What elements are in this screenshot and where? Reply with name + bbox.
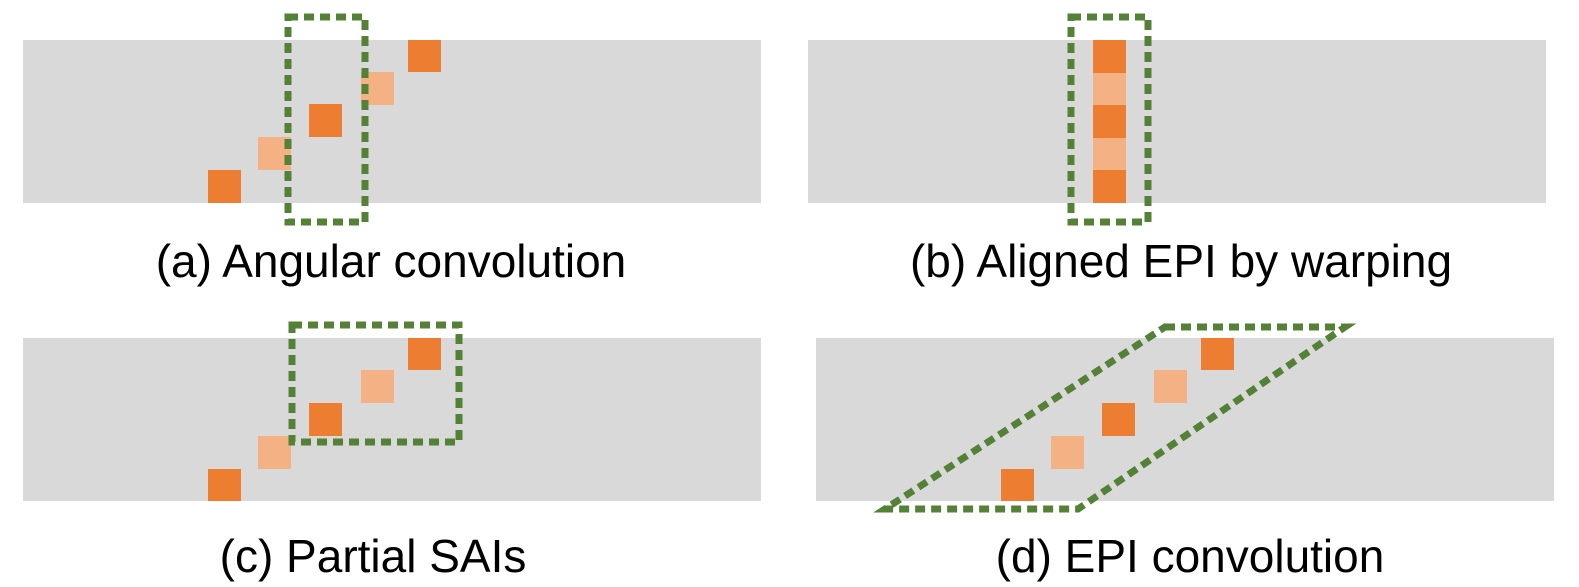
panel-c-square-2	[258, 436, 291, 469]
panel-d-band	[816, 338, 1554, 501]
panel-d-square-3	[1102, 403, 1135, 436]
panel-a-square-3	[309, 104, 342, 137]
panel-c-square-1	[208, 469, 241, 501]
panel-c-square-5	[408, 338, 441, 370]
panel-c-dashed-window	[288, 321, 463, 446]
caption-panel-a: (a) Angular convolution	[155, 235, 627, 287]
panel-a-band	[23, 40, 761, 203]
panel-b-square-5	[1093, 170, 1126, 203]
panel-b-dashed-window	[1067, 13, 1152, 226]
panel-d-dashed-window	[873, 323, 1357, 513]
panel-b-band	[808, 40, 1546, 203]
caption-panel-d: (d) EPI convolution	[995, 530, 1385, 582]
panel-d-square-4	[1154, 370, 1187, 403]
panel-c-square-4	[361, 370, 394, 403]
panel-b-square-4	[1093, 138, 1126, 170]
panel-d	[816, 323, 1554, 513]
caption-panel-b: (b) Aligned EPI by warping	[909, 235, 1453, 287]
panel-c-band	[23, 338, 761, 501]
panel-b	[808, 13, 1546, 226]
panel-b-square-1	[1093, 40, 1126, 73]
caption-panel-c: (c) Partial SAIs	[219, 530, 527, 582]
panel-a-square-5	[408, 40, 441, 72]
panel-c	[23, 321, 761, 501]
panel-d-square-5	[1201, 338, 1234, 370]
panel-a	[23, 13, 761, 226]
panel-c-square-3	[309, 403, 342, 436]
panel-a-square-1	[208, 170, 241, 203]
panel-b-square-2	[1093, 73, 1126, 105]
panel-d-square-2	[1051, 436, 1084, 469]
panel-d-square-1	[1001, 469, 1034, 501]
panel-a-dashed-window	[284, 13, 369, 226]
panel-b-square-3	[1093, 105, 1126, 138]
